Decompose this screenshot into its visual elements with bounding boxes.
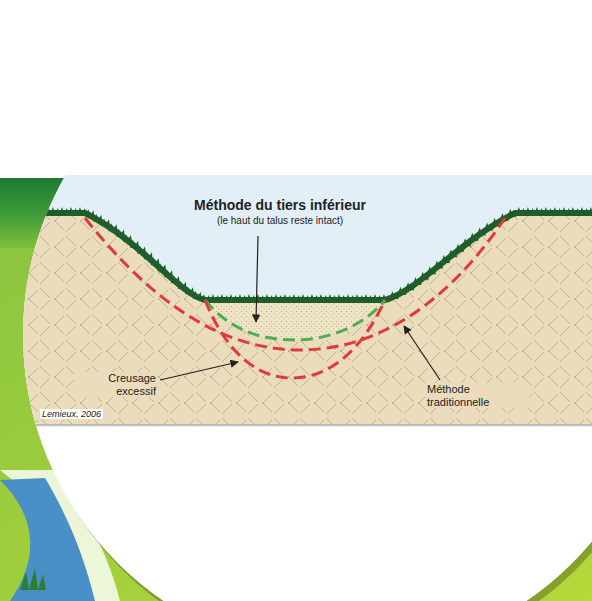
grass-blade [462, 238, 471, 246]
leader-arrow [404, 326, 440, 380]
source-credit: Lemieux, 2006 [40, 409, 103, 419]
grass-blade [219, 294, 228, 302]
sky [18, 175, 592, 427]
callout-label: Creusage excessif [74, 372, 158, 397]
grass-blade [318, 294, 327, 302]
grass-blade [157, 263, 166, 271]
grass-blade [246, 294, 255, 302]
grass-blade [237, 294, 246, 302]
grass-blade [291, 294, 300, 302]
grass-blade [130, 240, 139, 248]
grass-blade [77, 207, 86, 215]
grass-blade [14, 207, 23, 215]
grass-blade [178, 281, 187, 289]
grass-blade [309, 294, 318, 302]
grass-blade [552, 207, 561, 215]
grass-blade [171, 275, 180, 283]
leader-arrow [256, 236, 258, 322]
grass-blade [264, 294, 273, 302]
grass-blade [123, 234, 132, 242]
grass-blade [59, 207, 68, 215]
method-title: Méthode du tiers inférieur [192, 197, 368, 213]
grass-blade [41, 207, 50, 215]
grass-blade [32, 207, 41, 215]
grass-blade [23, 207, 32, 215]
grass-blade [354, 294, 363, 302]
traditional-profile [85, 218, 505, 350]
grass-blade [137, 245, 146, 253]
grass-blade [507, 209, 516, 217]
grass-blade [561, 207, 570, 215]
grass-blade [389, 291, 398, 299]
grass-blade [534, 207, 543, 215]
grass-blade [144, 251, 153, 259]
grass-blade [282, 294, 291, 302]
excessive-profile [205, 300, 385, 378]
grass-blade [210, 294, 219, 302]
grass-blade [469, 233, 478, 241]
grass-tuft [20, 568, 46, 590]
grass-blade [300, 294, 309, 302]
grass-blade [164, 269, 173, 277]
grass-blade [228, 294, 237, 302]
grass-blade [570, 207, 579, 215]
grass-blade [85, 209, 94, 217]
leader-arrow [160, 362, 238, 380]
panel-base [18, 425, 592, 426]
grass-blade [363, 294, 372, 302]
grass-blade [345, 294, 354, 302]
callout-label: Méthode traditionnelle [425, 383, 529, 408]
grass-blade [413, 277, 422, 285]
grass-blade [525, 207, 534, 215]
grass-blade [516, 207, 525, 215]
grass-blade [405, 282, 414, 290]
grass-blade [273, 294, 282, 302]
grass-blade [68, 207, 77, 215]
grass-blade [185, 286, 194, 294]
grass-blade [108, 223, 117, 231]
grass-blade [93, 214, 102, 222]
ground-section [18, 213, 592, 425]
grass-blade [588, 207, 592, 215]
grass-blade [336, 294, 345, 302]
grass-blade [101, 218, 110, 226]
grass-blade [484, 223, 493, 231]
grass-surface [18, 213, 592, 300]
grass-blade [397, 287, 406, 295]
grass-blade [50, 207, 59, 215]
grass-blade [150, 257, 159, 265]
grass-blade [579, 207, 588, 215]
grass-blade [193, 291, 202, 299]
sediment [205, 300, 385, 340]
lower-third-profile [205, 300, 385, 340]
grass-blade [477, 228, 486, 236]
grass-blade [116, 229, 125, 237]
grass-blade [327, 294, 336, 302]
grass-blade [372, 294, 381, 302]
grass-blade [543, 207, 552, 215]
grass-tufts [14, 207, 592, 302]
method-subtitle: (le haut du talus reste intact) [215, 215, 345, 227]
